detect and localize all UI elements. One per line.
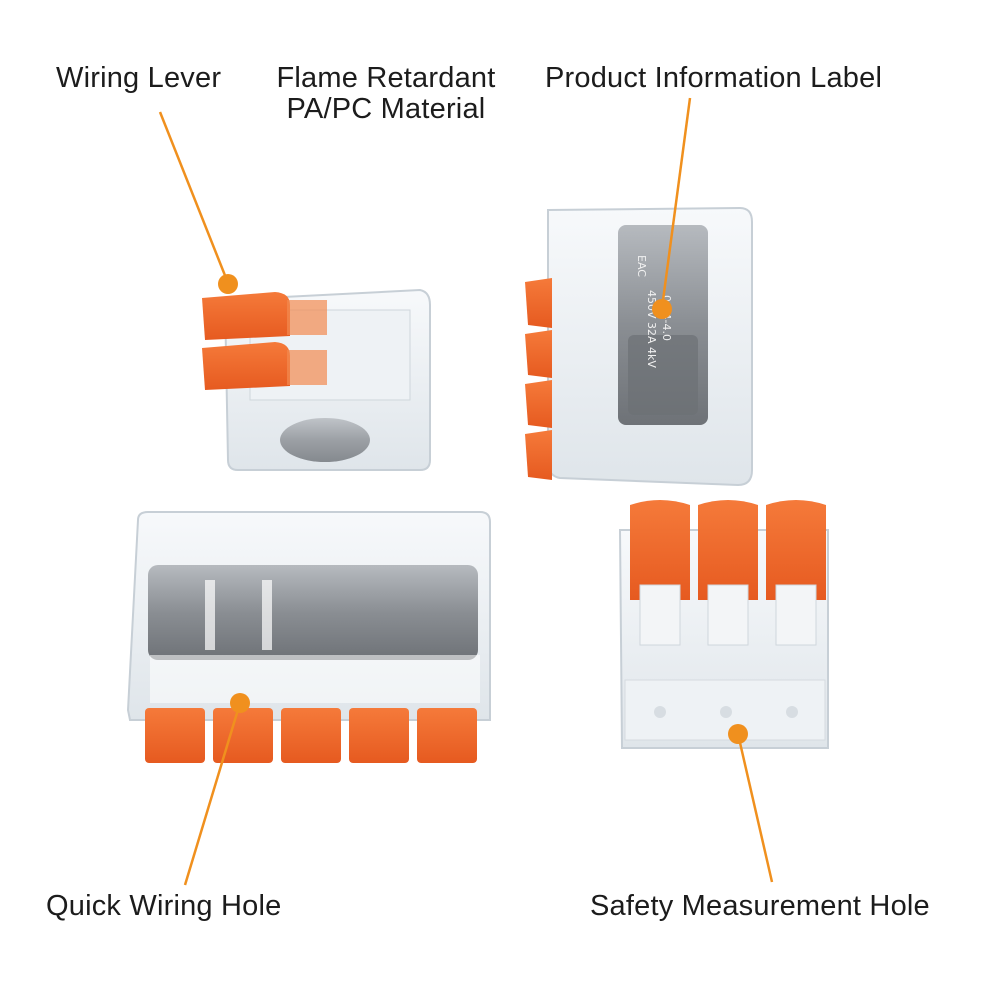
callout-dot-product-label: [652, 299, 672, 319]
connector-two-lever: [202, 288, 431, 471]
label-flame-retardant-line1: Flame Retardant: [276, 62, 496, 94]
label-flame-retardant: Flame Retardant PA/PC Material: [268, 63, 504, 125]
connector-five-lever: [126, 511, 491, 763]
cert-mark: EAC: [635, 255, 648, 277]
label-flame-retardant-line2: PA/PC Material: [286, 93, 486, 125]
label-safety-measurement-hole: Safety Measurement Hole: [590, 890, 930, 922]
callout-dot-safety-hole: [728, 724, 748, 744]
callout-line-product-label: [660, 97, 692, 309]
connector-three-lever: [618, 500, 829, 749]
label-quick-wiring-hole: Quick Wiring Hole: [46, 890, 282, 922]
callout-line-safety-hole: [736, 733, 774, 883]
callout-dot-quick-wiring: [230, 693, 250, 713]
label-wiring-lever: Wiring Lever: [56, 62, 222, 94]
callout-line-wiring-lever: [158, 111, 230, 284]
callout-dot-wiring-lever: [218, 274, 238, 294]
label-product-information: Product Information Label: [545, 62, 883, 94]
callout-line-quick-wiring: [183, 702, 242, 886]
connector-four-lever-side: 450V 32A 4kV 0.14-4.0 EAC: [525, 206, 753, 487]
